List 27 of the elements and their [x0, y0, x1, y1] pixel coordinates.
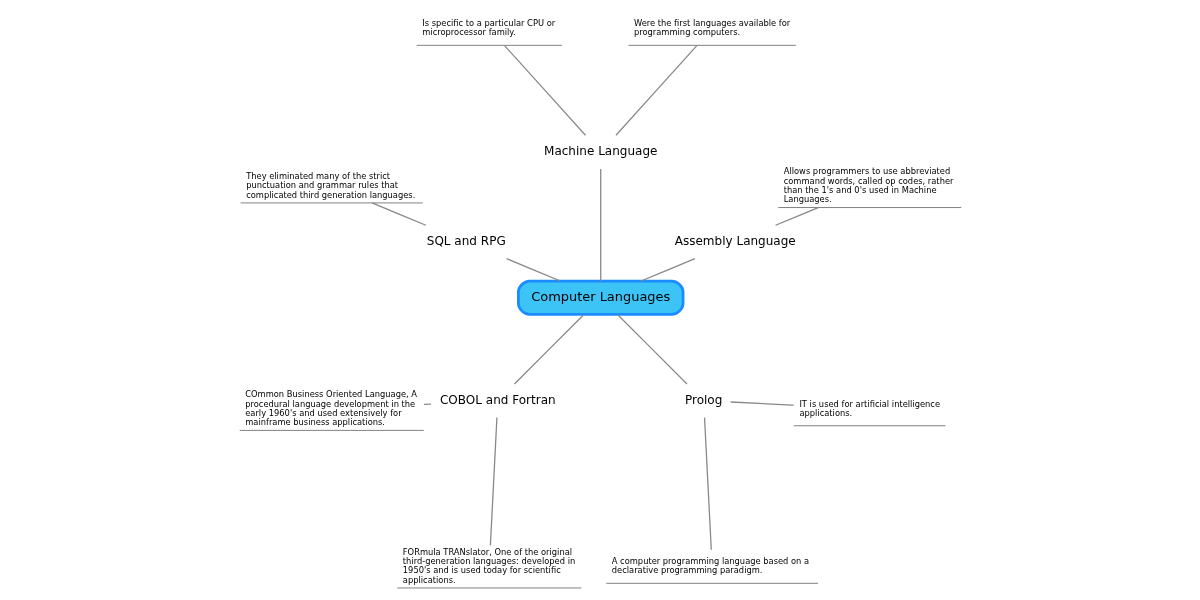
node-text: Machine Language [543, 144, 657, 159]
node-text: Were the first languages available for programming computers. [633, 18, 790, 38]
node-text: Prolog [684, 392, 722, 407]
connector [513, 314, 584, 385]
connector [614, 44, 698, 136]
node-text: IT is used for artificial intelligence applications. [798, 398, 940, 418]
connector [774, 207, 819, 226]
node-text: COmmon Business Oriented Language, A procedural language development in the early 1960's and used extensively for mainframe business applications. [244, 389, 417, 428]
node-text: A computer programming language based on a declarative programming paradigm. [611, 556, 809, 576]
connector [503, 44, 586, 136]
node-text: Is specific to a particular CPU or microprocessor family. [421, 18, 555, 38]
node-text: SQL and RPG [426, 234, 506, 249]
node-box: Computer Languages [516, 279, 684, 316]
connector [639, 258, 696, 282]
node-text: Allows programmers to use abbreviated command words, called op codes, rather than the 1's and 0's used in Machine Languages. [783, 166, 953, 205]
connector [422, 403, 432, 406]
connector [703, 416, 712, 551]
node-text: They eliminated many of the strict punctuation and grammar rules that complicated third generation languages. [245, 171, 415, 200]
connector [370, 202, 427, 226]
node-text: Assembly Language [674, 234, 796, 249]
connector [599, 168, 601, 282]
node-text: FORmula TRANslator, One of the original third-generation languages: developed in 1950's and is used today for scientific applications. [402, 546, 575, 585]
node-text: COBOL and Fortran [439, 392, 556, 407]
connector [616, 314, 688, 385]
connector [505, 258, 561, 282]
connector [729, 401, 794, 406]
connector [489, 416, 498, 547]
